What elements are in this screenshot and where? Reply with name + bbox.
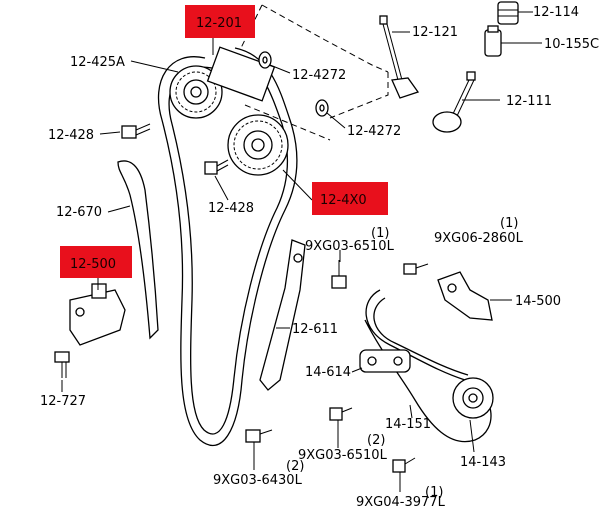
label-12-670: 12-670 — [56, 205, 102, 220]
note-1-a: (1) — [500, 216, 518, 231]
bolt-12-428-mid — [204, 159, 229, 175]
oil-pump-guide-14-614 — [359, 349, 411, 373]
bolt-9xg06 — [403, 263, 429, 275]
valve-lifter — [484, 1, 519, 57]
label-9xg03-6510l-a: 9XG03-6510L — [305, 239, 395, 254]
bolt-9xg03-b — [329, 407, 353, 421]
label-12-111: 12-111 — [506, 94, 552, 109]
label-10-155c: 10-155C — [544, 37, 599, 52]
label-12-428-left: 12-428 — [48, 128, 94, 143]
label-9xg04-3977l: 9XG04-3977L — [356, 495, 446, 510]
label-12-201: 12-201 — [196, 16, 242, 31]
note-2-b: (2) — [286, 459, 304, 474]
oil-pump-chain — [364, 289, 492, 443]
label-9xg03-6510l-b: 9XG03-6510L — [298, 448, 388, 463]
label-12-425a: 12-425A — [70, 55, 125, 70]
highlight-box-12-500 — [60, 246, 132, 278]
label-9xg06-2860l: 9XG06-2860L — [434, 231, 524, 246]
note-1-c: (1) — [425, 485, 443, 500]
label-12-121: 12-121 — [412, 25, 458, 40]
valve-exhaust — [432, 71, 476, 133]
note-1-b: (1) — [371, 226, 389, 241]
chain-guide-12-670 — [117, 160, 159, 340]
bolt-9xg03-c — [245, 429, 273, 443]
bolt-9xg03-a — [331, 260, 347, 289]
leader-lines — [61, 11, 542, 492]
label-12-114: 12-114 — [533, 5, 579, 20]
highlight-box-12-4x0 — [312, 182, 388, 215]
valve-intake — [379, 15, 420, 99]
bolt-9xg04 — [392, 457, 416, 473]
oil-pump-sprocket — [452, 377, 494, 419]
camshaft-sprocket-intake — [169, 46, 276, 119]
tensioner-14-500 — [437, 271, 493, 321]
washer-top — [258, 51, 272, 69]
label-12-4272-mid: 12-4272 — [347, 124, 401, 139]
camshaft-sprocket-exhaust — [227, 114, 289, 176]
label-12-500: 12-500 — [70, 257, 116, 272]
note-2-a: (2) — [367, 433, 385, 448]
label-14-614: 14-614 — [305, 365, 351, 380]
label-14-151: 14-151 — [385, 417, 431, 432]
label-12-4272-top: 12-4272 — [292, 68, 346, 83]
label-9xg03-6430l: 9XG03-6430L — [213, 473, 303, 488]
bolt-12-727 — [54, 351, 70, 378]
chain-tensioner-12-500 — [69, 283, 126, 346]
tensioner-arm-12-611 — [259, 239, 306, 391]
highlight-box-12-201 — [185, 5, 255, 38]
label-12-727: 12-727 — [40, 394, 86, 409]
label-12-428-mid: 12-428 — [208, 201, 254, 216]
label-12-611: 12-611 — [292, 322, 338, 337]
bolt-12-428-left — [121, 123, 151, 139]
label-14-500: 14-500 — [515, 294, 561, 309]
label-12-4x0: 12-4X0 — [320, 193, 367, 208]
washer-mid — [315, 99, 329, 117]
label-14-143: 14-143 — [460, 455, 506, 470]
